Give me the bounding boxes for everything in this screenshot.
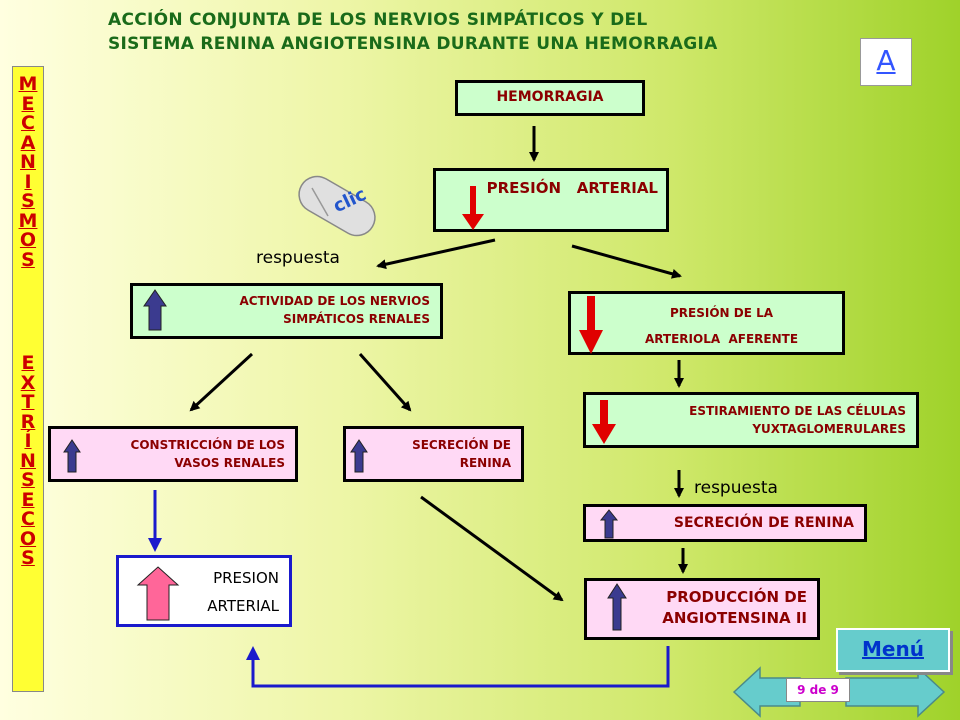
arrow-presion-to-actividad	[376, 238, 496, 270]
box-presion-arterial-label: PRESIÓN ARTERIAL	[486, 179, 658, 197]
box-secrecion-renina-label: SECRECIÓN DE RENINA	[673, 515, 854, 531]
box-presion-final: PRESION ARTERIAL	[116, 555, 292, 627]
a-link-button[interactable]: A	[860, 38, 912, 86]
up-arrow-icon	[350, 439, 368, 473]
side-letter: A	[20, 131, 36, 154]
connector-produccion-to-presion-final	[246, 646, 670, 688]
side-letter: N	[20, 151, 36, 173]
box-produccion-line2: ANGIOTENSINA II	[662, 609, 807, 627]
box-constriccion: CONSTRICCIÓN DE LOS VASOS RENALES	[48, 426, 298, 482]
page-indicator: 9 de 9	[786, 678, 850, 702]
arrow-presion-to-arteriola	[571, 244, 682, 279]
menu-button[interactable]: Menú	[836, 628, 950, 672]
box-hemorragia: HEMORRAGIA	[455, 80, 645, 116]
box-estiramiento-line1: ESTIRAMIENTO DE LAS CÉLULAS	[689, 404, 906, 418]
side-letter: M	[18, 73, 38, 95]
title-line-2: SISTEMA RENINA ANGIOTENSINA DURANTE UNA …	[108, 34, 718, 54]
side-letter: S	[21, 190, 35, 212]
side-letter: S	[21, 469, 35, 491]
down-arrow-icon	[592, 400, 616, 444]
side-letter: I	[24, 170, 32, 193]
up-arrow-icon	[599, 509, 619, 539]
box-secrecion-text: SECRECIÓN DE RENINA	[412, 436, 511, 472]
box-constriccion-line1: CONSTRICCIÓN DE LOS	[130, 438, 285, 452]
box-actividad-text: ACTIVIDAD DE LOS NERVIOS SIMPÁTICOS RENA…	[239, 292, 430, 328]
up-arrow-pink-icon	[136, 566, 180, 621]
box-hemorragia-label: HEMORRAGIA	[496, 89, 604, 105]
up-arrow-icon	[143, 289, 167, 331]
box-secrecion: SECRECIÓN DE RENINA	[343, 426, 524, 482]
box-presion-final-text: PRESION ARTERIAL	[207, 564, 279, 620]
side-letter: E	[21, 352, 35, 374]
box-produccion: PRODUCCIÓN DE ANGIOTENSINA II	[584, 578, 820, 640]
box-presion-arteriola-line1: PRESIÓN DE LA	[669, 306, 774, 320]
box-estiramiento-text: ESTIRAMIENTO DE LAS CÉLULAS YUXTAGLOMERU…	[689, 402, 906, 438]
down-arrow-icon	[462, 186, 484, 230]
side-letter: O	[19, 527, 37, 550]
side-letter: M	[18, 209, 38, 232]
side-letter: Í	[24, 430, 32, 452]
box-presion-arteriola-text: PRESIÓN DE LA ARTERIOLA AFERENTE	[611, 300, 832, 352]
side-letter: S	[21, 248, 35, 271]
side-letter: C	[21, 112, 35, 134]
box-estiramiento: ESTIRAMIENTO DE LAS CÉLULAS YUXTAGLOMERU…	[583, 392, 919, 448]
box-presion-arteriola: PRESIÓN DE LA ARTERIOLA AFERENTE	[568, 291, 845, 355]
side-letter: E	[21, 488, 35, 511]
side-letter: T	[21, 391, 35, 413]
box-produccion-text: PRODUCCIÓN DE ANGIOTENSINA II	[662, 587, 807, 629]
mouse-icon	[298, 175, 376, 237]
side-letter: R	[20, 410, 36, 433]
box-produccion-line1: PRODUCCIÓN DE	[666, 588, 807, 606]
title-line-1: ACCIÓN CONJUNTA DE LOS NERVIOS SIMPÁTICO…	[108, 10, 648, 30]
respuesta-label-right: respuesta	[694, 478, 778, 498]
down-arrow-icon	[579, 296, 603, 354]
next-arrow-icon[interactable]	[845, 666, 946, 718]
box-presion-final-line2: ARTERIAL	[207, 597, 279, 615]
side-letter: E	[21, 92, 35, 115]
box-actividad-nervios: ACTIVIDAD DE LOS NERVIOS SIMPÁTICOS RENA…	[130, 283, 443, 339]
box-presion-final-line1: PRESION	[213, 569, 279, 587]
arrow-actividad-to-secrecion	[358, 353, 412, 412]
arrow-actividad-to-constriccion	[189, 352, 254, 412]
slide-title: ACCIÓN CONJUNTA DE LOS NERVIOS SIMPÁTICO…	[108, 8, 848, 56]
side-letter: S	[21, 547, 35, 569]
box-constriccion-text: CONSTRICCIÓN DE LOS VASOS RENALES	[131, 436, 285, 472]
box-secrecion-line1: SECRECIÓN DE	[412, 438, 511, 452]
side-letter: C	[21, 508, 35, 530]
box-actividad-line2: SIMPÁTICOS RENALES	[283, 312, 430, 326]
side-letter: O	[19, 229, 37, 251]
side-letter: N	[20, 449, 36, 472]
respuesta-label-left: respuesta	[256, 248, 340, 268]
box-presion-arteriola-line2: ARTERIOLA AFERENTE	[644, 332, 799, 346]
arrow-secrecion-to-produccion	[420, 495, 564, 602]
side-letter: X	[20, 371, 36, 394]
box-secrecion-renina: SECRECIÓN DE RENINA	[583, 504, 867, 542]
box-secrecion-line2: RENINA	[459, 456, 511, 470]
up-arrow-icon	[63, 439, 81, 473]
box-estiramiento-line2: YUXTAGLOMERULARES	[752, 422, 906, 436]
box-constriccion-line2: VASOS RENALES	[174, 456, 285, 470]
box-actividad-line1: ACTIVIDAD DE LOS NERVIOS	[239, 294, 430, 308]
up-arrow-icon	[607, 583, 627, 631]
